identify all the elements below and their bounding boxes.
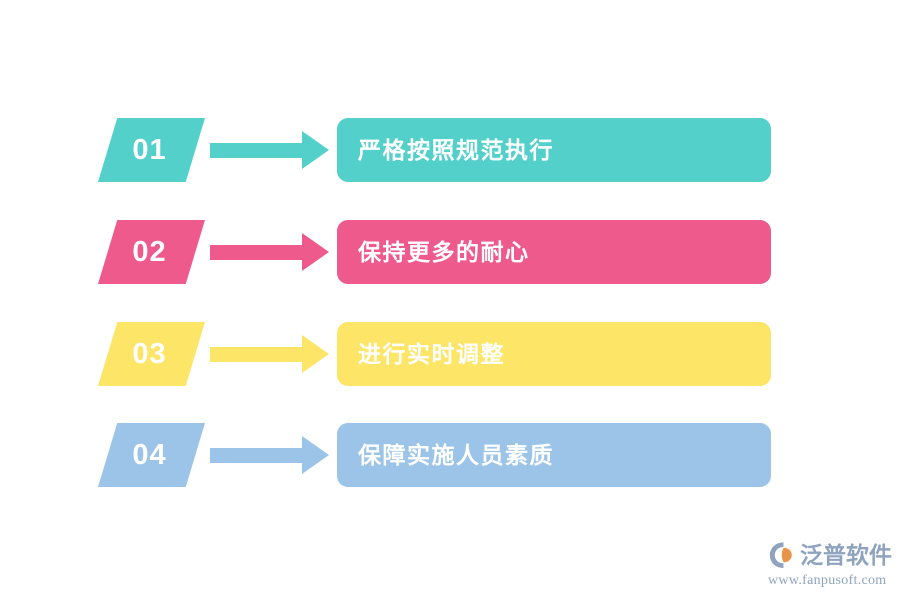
step-label-bar-4: 保障实施人员素质	[337, 423, 771, 487]
step-arrow-1	[210, 118, 337, 182]
step-number-badge-4: 04	[98, 423, 205, 487]
arrow-head-icon-1	[302, 131, 329, 169]
step-number-label-4: 04	[132, 438, 167, 471]
step-row-4: 04 保障实施人员素质	[0, 423, 900, 487]
arrow-shaft-icon-4	[210, 448, 305, 463]
arrow-shaft-icon-3	[210, 347, 305, 362]
step-arrow-3	[210, 322, 337, 386]
arrow-head-icon-2	[302, 233, 329, 271]
brand-url: www.fanpusoft.com	[768, 573, 887, 588]
step-label-text-4: 保障实施人员素质	[358, 441, 554, 468]
step-arrow-4	[210, 423, 337, 487]
step-number-label-3: 03	[132, 337, 167, 370]
step-row-1: 01 严格按照规范执行	[0, 118, 900, 182]
step-number-label-1: 01	[132, 133, 167, 166]
arrow-shaft-icon-2	[210, 245, 305, 260]
step-label-text-2: 保持更多的耐心	[358, 238, 530, 265]
arrow-head-icon-3	[302, 335, 329, 373]
step-number-badge-1: 01	[98, 118, 205, 182]
step-label-bar-3: 进行实时调整	[337, 322, 771, 386]
brand-logo-row: 泛普软件	[768, 538, 892, 572]
step-label-text-3: 进行实时调整	[358, 340, 505, 367]
step-number-badge-2: 02	[98, 220, 205, 284]
fanpu-swoosh-icon	[769, 542, 792, 568]
step-label-text-1: 严格按照规范执行	[358, 136, 554, 163]
step-row-2: 02 保持更多的耐心	[0, 220, 900, 284]
step-label-bar-2: 保持更多的耐心	[337, 220, 771, 284]
brand-name: 泛普软件	[800, 541, 892, 568]
arrow-shaft-icon-1	[210, 143, 305, 158]
step-label-bar-1: 严格按照规范执行	[337, 118, 771, 182]
step-number-label-2: 02	[132, 235, 167, 268]
step-row-3: 03 进行实时调整	[0, 322, 900, 386]
step-arrow-2	[210, 220, 337, 284]
brand-logo: 泛普软件 www.fanpusoft.com	[768, 538, 892, 590]
step-number-badge-3: 03	[98, 322, 205, 386]
arrow-head-icon-4	[302, 436, 329, 474]
